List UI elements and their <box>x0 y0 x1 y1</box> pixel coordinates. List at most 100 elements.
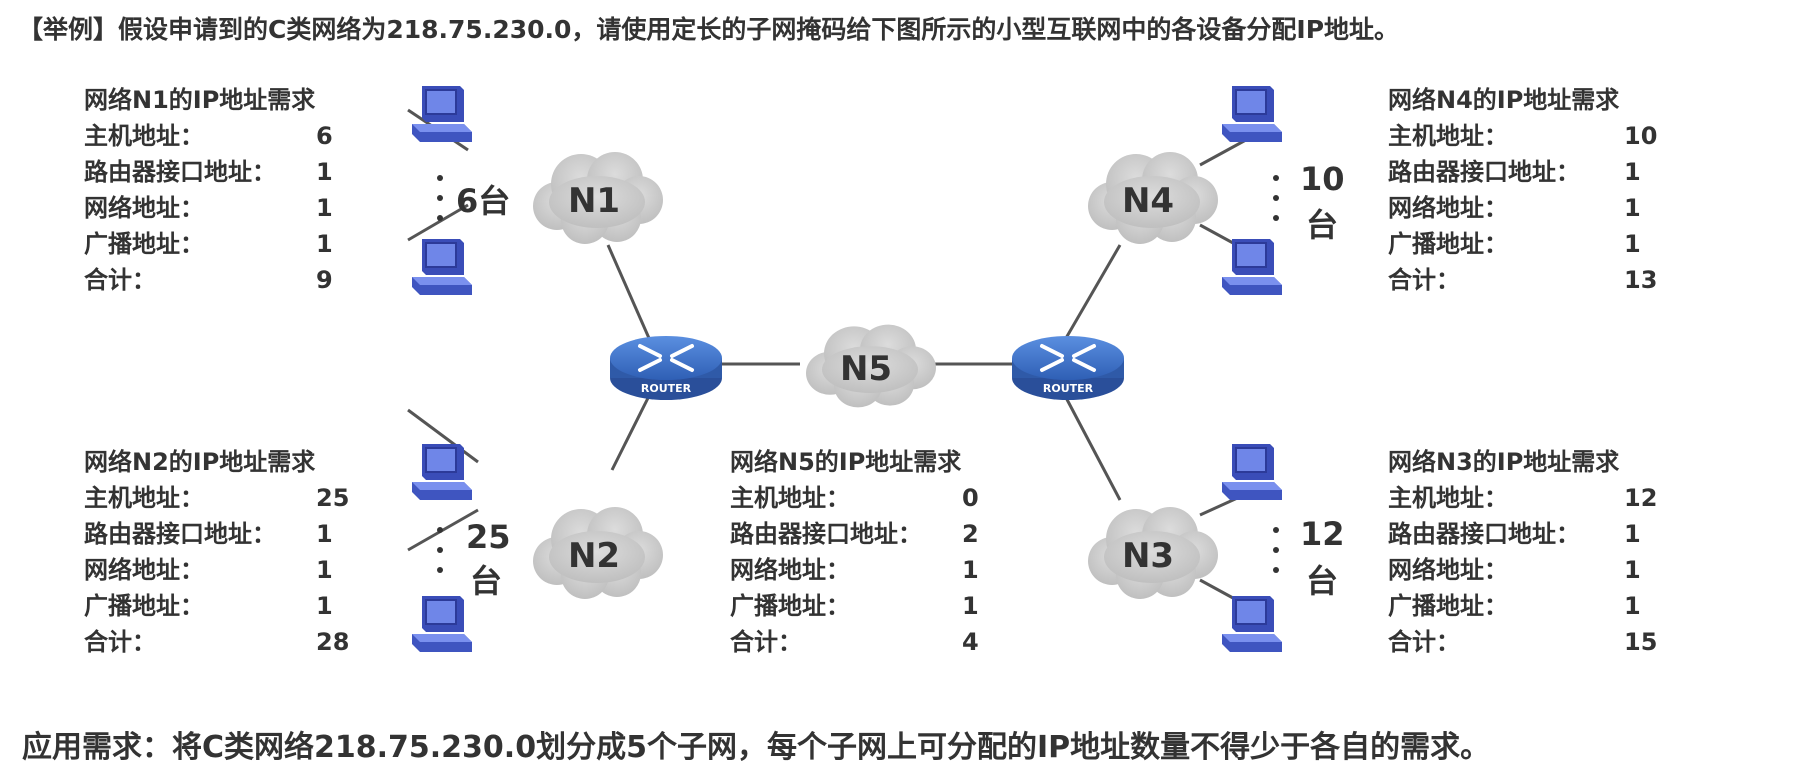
n1-host-value: 6 <box>316 122 333 150</box>
n2-router-value: 1 <box>316 520 333 548</box>
n2-host-count-unit: 台 <box>470 562 502 600</box>
row-label: 合计： <box>730 628 802 656</box>
n4-host-count-unit: 台 <box>1306 206 1338 244</box>
n3-host-count-number: 12 <box>1300 515 1345 553</box>
n1-router-value: 1 <box>316 158 333 186</box>
router-right-label: ROUTER <box>1043 382 1094 395</box>
link-router-left-n2 <box>610 389 654 471</box>
cloud-n4: N4 <box>1088 152 1218 244</box>
link-router-right-n4 <box>1060 244 1122 346</box>
n1-row-network: 网络地址：1 <box>84 190 333 226</box>
n2-host-count-number: 25 <box>466 518 511 556</box>
n4-row-broadcast: 广播地址： 1 <box>1388 226 1641 262</box>
cloud-n4-label: N4 <box>1122 181 1174 221</box>
link-n2-pc-top <box>407 408 479 464</box>
router-left-label: ROUTER <box>641 382 692 395</box>
row-label: 主机地址： <box>1388 484 1508 512</box>
page-title: 【举例】假设申请到的C类网络为218.75.230.0，请使用定长的子网掩码给下… <box>18 15 1400 44</box>
cloud-n2-label: N2 <box>568 536 620 576</box>
router-arrows-icon <box>638 344 694 372</box>
row-label: 主机地址： <box>1388 122 1508 150</box>
n4-host-count-number: 10 <box>1300 160 1345 198</box>
n2-row-broadcast: 广播地址：1 <box>84 588 333 624</box>
n5-network-value: 1 <box>962 556 979 584</box>
n2-row-host: 主机地址： 25 <box>84 480 349 516</box>
n5-row-network: 网络地址：1 <box>730 552 979 588</box>
cloud-n3: N3 <box>1088 507 1218 599</box>
n4-router-value: 1 <box>1624 158 1641 186</box>
row-label: 网络地址： <box>1388 556 1508 584</box>
cloud-n5: N5 <box>806 324 936 408</box>
n3-requirements: 网络N3的IP地址需求 主机地址：12 路由器接口地址：1 网络地址：1 广播地… <box>1388 444 1657 660</box>
computer-icon <box>1221 238 1283 296</box>
n1-row-host: 主机地址：6 <box>84 118 333 154</box>
n3-router-value: 1 <box>1624 520 1641 548</box>
computer-icon <box>1221 443 1283 501</box>
link-router-right-n3 <box>1060 389 1122 501</box>
n1-host-count: 6台 <box>456 182 510 220</box>
cloud-n1: N1 <box>533 152 663 244</box>
n5-row-total: 合计：4 <box>730 624 979 660</box>
computer-icon <box>1221 85 1283 143</box>
n2-row-network: 网络地址：1 <box>84 552 333 588</box>
row-label: 路由器接口地址： <box>730 520 922 548</box>
router-arrows-icon <box>1040 344 1096 372</box>
n3-row-broadcast: 广播地址：1 <box>1388 588 1641 624</box>
cloud-n3-label: N3 <box>1122 536 1174 576</box>
n5-requirements: 网络N5的IP地址需求 主机地址：0 路由器接口地址：2 网络地址：1 广播地址… <box>730 444 979 660</box>
n5-row-host: 主机地址：0 <box>730 480 979 516</box>
row-label: 广播地址： <box>1388 230 1508 258</box>
n5-row-router: 路由器接口地址： 2 <box>730 516 979 552</box>
n2-row-total: 合计： 28 <box>84 624 349 660</box>
n1-requirements: 网络N1的IP地址需求 主机地址：6 路由器接口地址： 1 网络地址：1 广播地址… <box>84 82 333 298</box>
computer-icon <box>411 85 473 143</box>
cloud-n5-label: N5 <box>840 349 892 389</box>
n4-requirements: 网络N4的IP地址需求 主机地址：10 路由器接口地址：1 网络地址：1 广播地… <box>1388 82 1657 298</box>
n3-heading: 网络N3的IP地址需求 <box>1388 448 1620 476</box>
n5-host-value: 0 <box>962 484 979 512</box>
n2-heading: 网络N2的IP地址需求 <box>84 448 316 476</box>
n3-row-router: 路由器接口地址： 1 <box>1388 516 1641 552</box>
router-left: ROUTER <box>610 336 722 400</box>
row-label: 路由器接口地址： <box>84 520 276 548</box>
row-label: 合计： <box>1388 628 1460 656</box>
cloud-n2: N2 <box>533 507 663 599</box>
row-label: 广播地址： <box>84 230 204 258</box>
row-label: 主机地址： <box>84 484 204 512</box>
cloud-n1-label: N1 <box>568 181 620 221</box>
computer-icon <box>411 443 473 501</box>
n1-total-value: 9 <box>316 266 333 294</box>
row-label: 合计： <box>84 266 156 294</box>
row-label: 合计： <box>84 628 156 656</box>
n5-broadcast-value: 1 <box>962 592 979 620</box>
computer-icon <box>411 595 473 653</box>
n5-heading: 网络N5的IP地址需求 <box>730 448 962 476</box>
row-label: 网络地址： <box>1388 194 1508 222</box>
n2-total-value: 28 <box>316 628 350 656</box>
n5-router-value: 2 <box>962 520 979 548</box>
n3-row-network: 网络地址： 1 <box>1388 552 1641 588</box>
ellipsis-dots <box>437 175 1279 573</box>
n1-row-broadcast: 广播地址： 1 <box>84 226 333 262</box>
n4-total-value: 13 <box>1624 266 1658 294</box>
n2-host-value: 25 <box>316 484 350 512</box>
n1-network-value: 1 <box>316 194 333 222</box>
row-label: 路由器接口地址： <box>1388 158 1580 186</box>
application-requirement: 应用需求：将C类网络218.75.230.0划分成5个子网，每个子网上可分配的I… <box>22 730 1491 765</box>
n3-broadcast-value: 1 <box>1624 592 1641 620</box>
n3-network-value: 1 <box>1624 556 1641 584</box>
row-label: 路由器接口地址： <box>84 158 276 186</box>
router-right: ROUTER <box>1012 336 1124 400</box>
n4-row-total: 合计： 13 <box>1388 262 1657 298</box>
row-label: 合计： <box>1388 266 1460 294</box>
n2-requirements: 网络N2的IP地址需求 主机地址： 25 路由器接口地址： 1 网络地址：1 广播地… <box>84 444 349 660</box>
n1-heading: 网络N1的IP地址需求 <box>84 86 316 114</box>
row-label: 路由器接口地址： <box>1388 520 1580 548</box>
n4-broadcast-value: 1 <box>1624 230 1641 258</box>
n3-host-count-unit: 台 <box>1306 562 1338 600</box>
n1-row-router: 路由器接口地址： 1 <box>84 154 333 190</box>
n4-row-router: 路由器接口地址： 1 <box>1388 154 1641 190</box>
n2-broadcast-value: 1 <box>316 592 333 620</box>
n1-broadcast-value: 1 <box>316 230 333 258</box>
